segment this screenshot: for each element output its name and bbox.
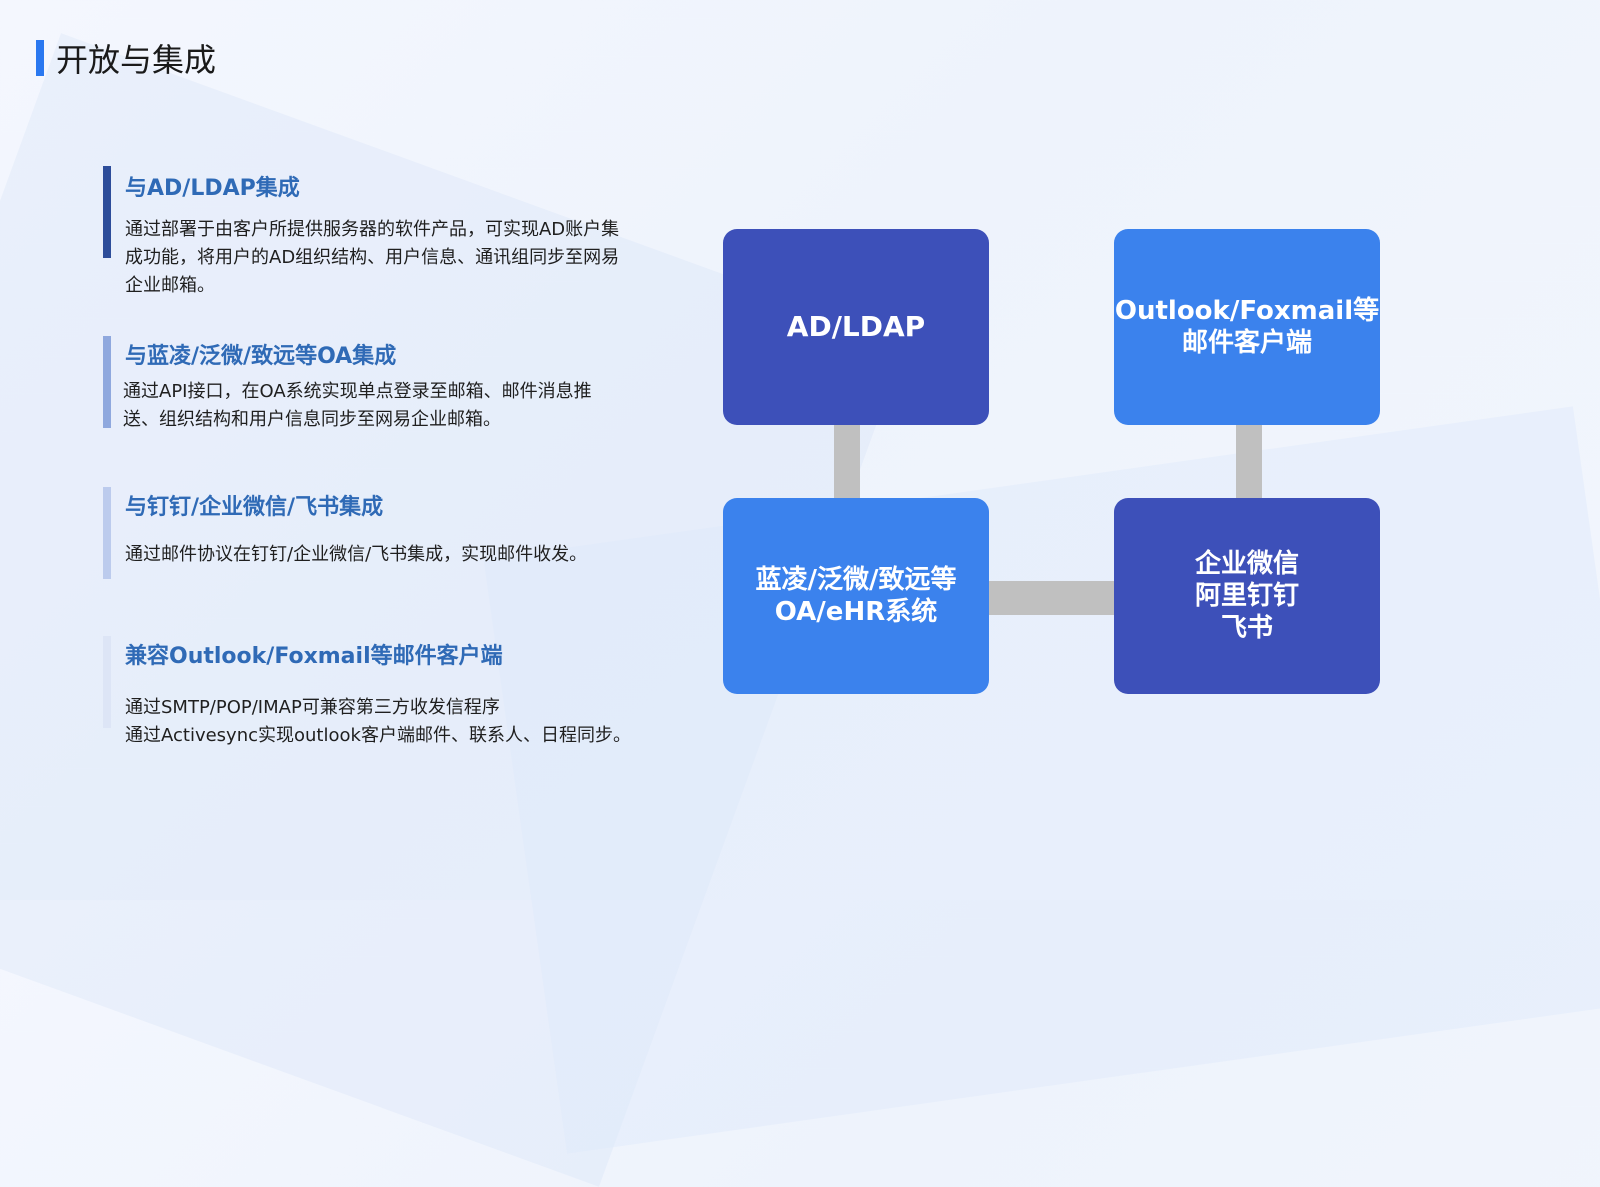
node-oa-ehr: 蓝凌/泛微/致远等 OA/eHR系统 [723,498,989,694]
section-heading: 与蓝凌/泛微/致远等OA集成 [125,344,397,369]
section-accent-bar [103,166,111,258]
section-heading: 与AD/LDAP集成 [125,176,300,201]
page-title-text: 开放与集成 [56,41,217,79]
section-accent-bar [103,487,111,579]
node-ad-ldap: AD/LDAP [723,229,989,425]
title-accent-bar [36,40,44,76]
section-heading: 兼容Outlook/Foxmail等邮件客户端 [125,644,503,669]
section-description: 通过API接口，在OA系统实现单点登录至邮箱、邮件消息推送、组织结构和用户信息同… [123,381,592,430]
section-heading: 与钉钉/企业微信/飞书集成 [125,495,384,520]
page-title: 开放与集成 [36,38,217,79]
node-mail-client: Outlook/Foxmail等 邮件客户端 [1114,229,1380,425]
section-accent-bar [103,636,111,728]
integration-diagram: AD/LDAP Outlook/Foxmail等 邮件客户端 蓝凌/泛微/致远等… [723,229,1380,694]
section-description: 通过SMTP/POP/IMAP可兼容第三方收发信程序 通过Activesync实… [125,697,631,746]
node-im-apps: 企业微信 阿里钉钉 飞书 [1114,498,1380,694]
section-description: 通过部署于由客户所提供服务器的软件产品，可实现AD账户集成功能，将用户的AD组织… [125,219,620,296]
section-description: 通过邮件协议在钉钉/企业微信/飞书集成，实现邮件收发。 [125,544,588,565]
section-accent-bar [103,336,111,428]
